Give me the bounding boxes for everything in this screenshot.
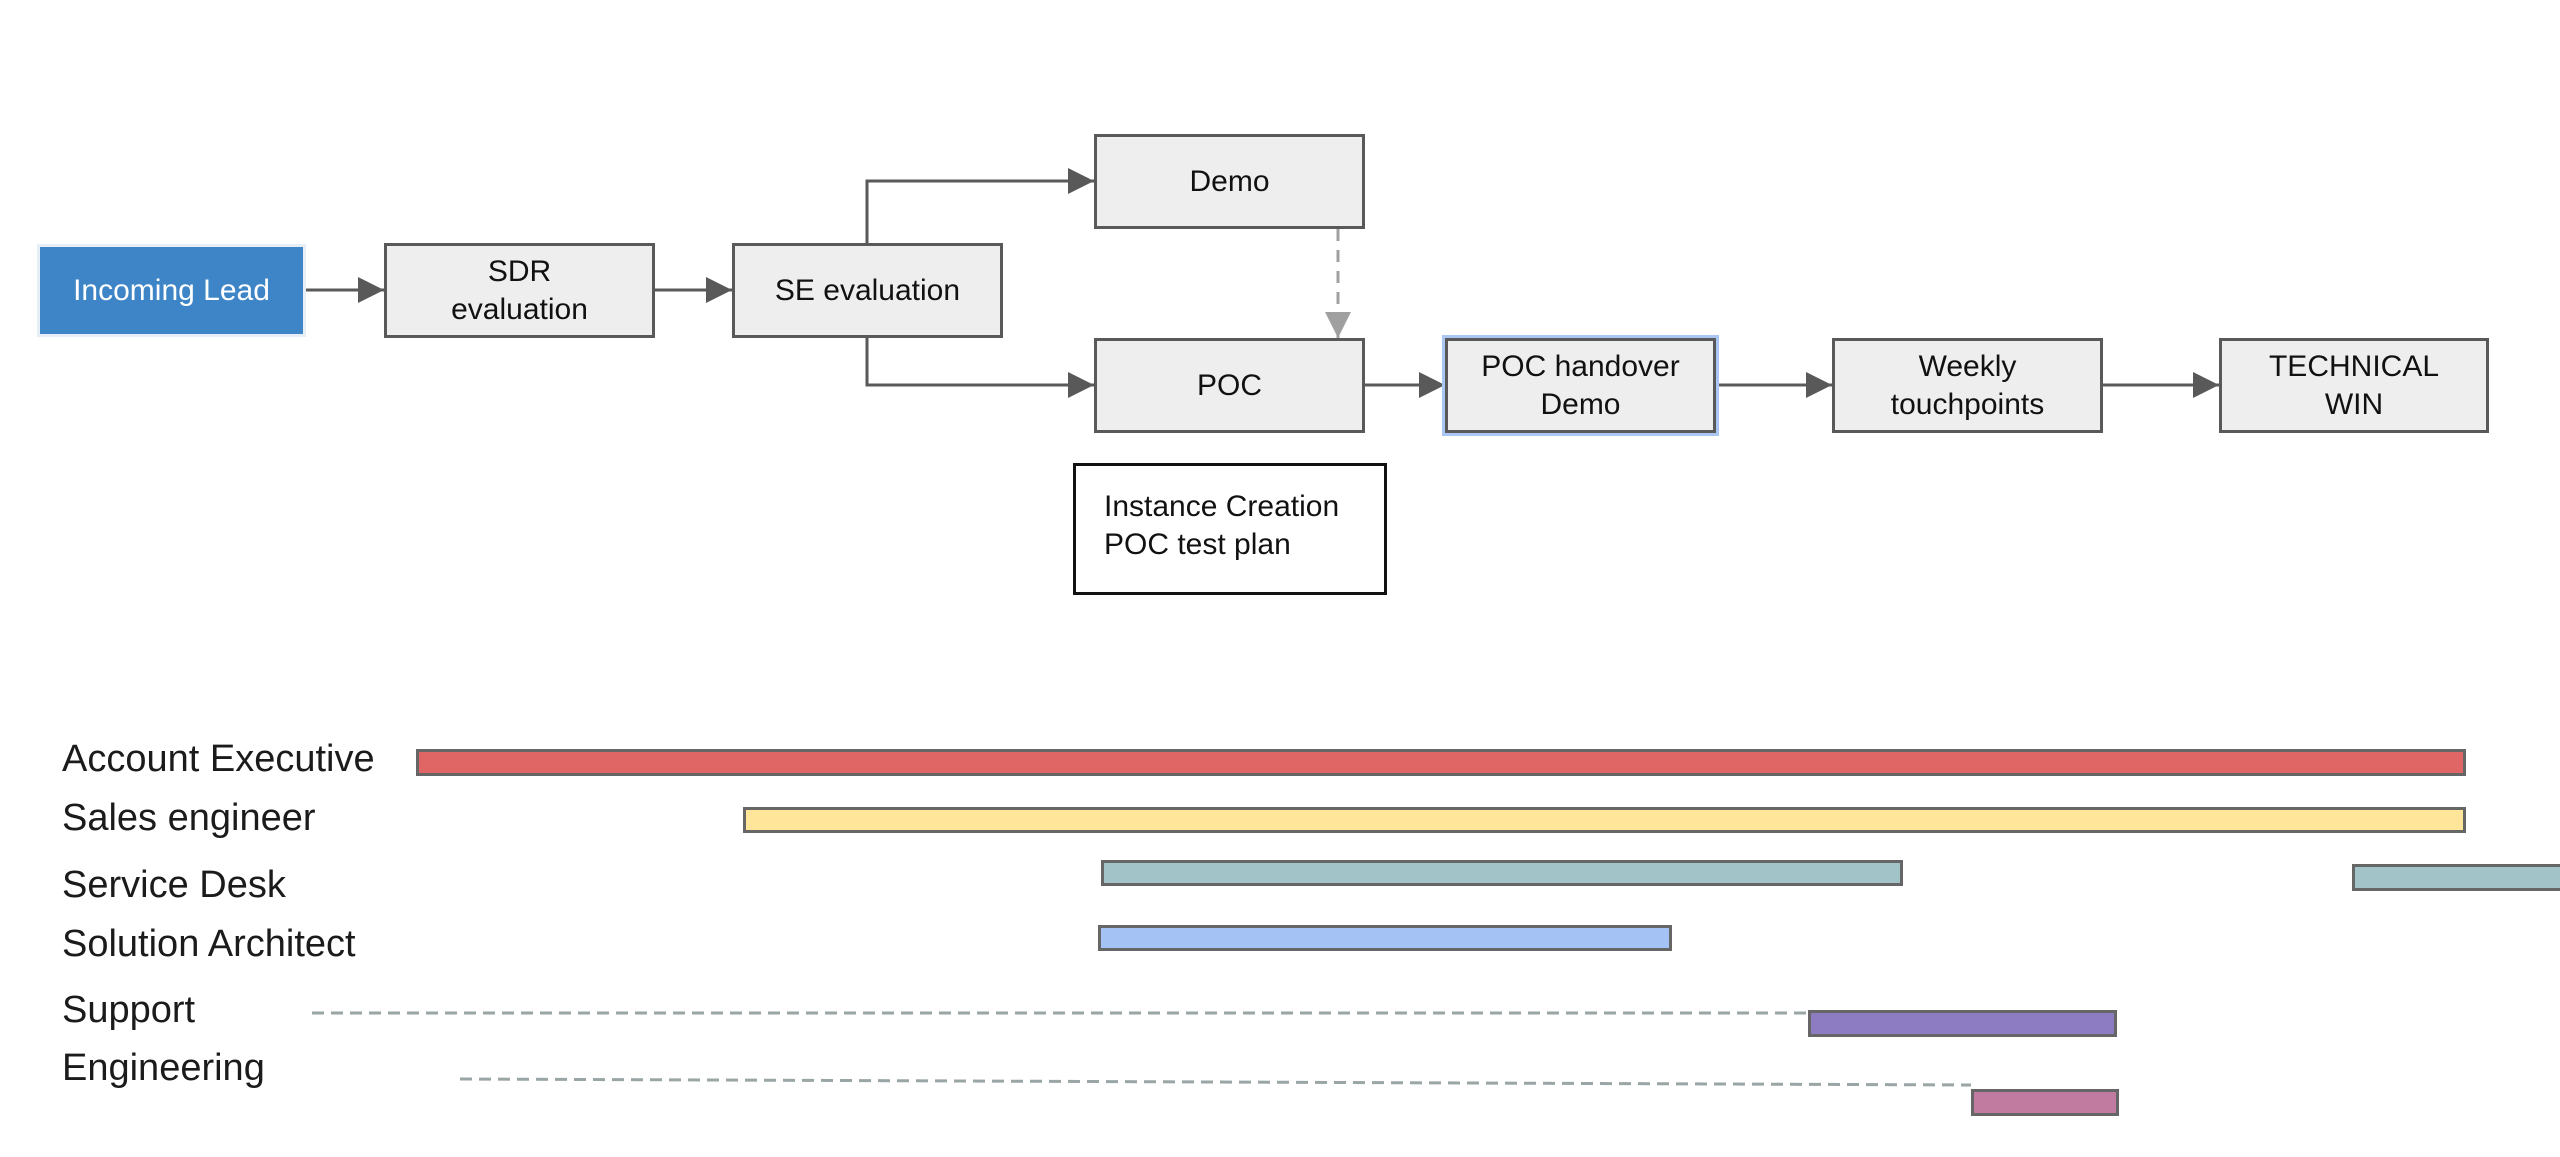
node-demo[interactable]: Demo bbox=[1094, 134, 1365, 229]
lane-label-engineering: Engineering bbox=[62, 1047, 265, 1089]
bar-solution-architect[interactable] bbox=[1098, 925, 1672, 951]
note-instance-creation[interactable]: Instance Creation POC test plan bbox=[1073, 463, 1387, 595]
edge-se-to-demo bbox=[865, 168, 1094, 243]
bar-service-desk-2[interactable] bbox=[2352, 864, 2560, 891]
bar-engineering[interactable] bbox=[1971, 1089, 2119, 1116]
engineering-lead-in-line bbox=[459, 1077, 1972, 1087]
lane-label-account-executive: Account Executive bbox=[62, 738, 375, 780]
node-se-evaluation[interactable]: SE evaluation bbox=[732, 243, 1003, 338]
bar-account-executive[interactable] bbox=[416, 749, 2466, 776]
node-poc[interactable]: POC bbox=[1094, 338, 1365, 433]
lane-label-service-desk: Service Desk bbox=[62, 864, 286, 906]
lane-label-solution-architect: Solution Architect bbox=[62, 923, 356, 965]
bar-service-desk-1[interactable] bbox=[1101, 860, 1903, 886]
lane-label-support: Support bbox=[62, 989, 196, 1031]
node-weekly-touchpoints[interactable]: Weekly touchpoints bbox=[1832, 338, 2103, 433]
edge-se-to-poc bbox=[865, 338, 1094, 398]
node-technical-win[interactable]: TECHNICAL WIN bbox=[2219, 338, 2489, 433]
node-sdr-evaluation[interactable]: SDR evaluation bbox=[384, 243, 655, 338]
lane-label-sales-engineer: Sales engineer bbox=[62, 797, 316, 839]
node-incoming-lead[interactable]: Incoming Lead bbox=[37, 244, 306, 337]
bar-sales-engineer[interactable] bbox=[743, 807, 2466, 833]
bar-support[interactable] bbox=[1808, 1010, 2117, 1037]
node-poc-handover-demo[interactable]: POC handover Demo bbox=[1445, 338, 1716, 433]
